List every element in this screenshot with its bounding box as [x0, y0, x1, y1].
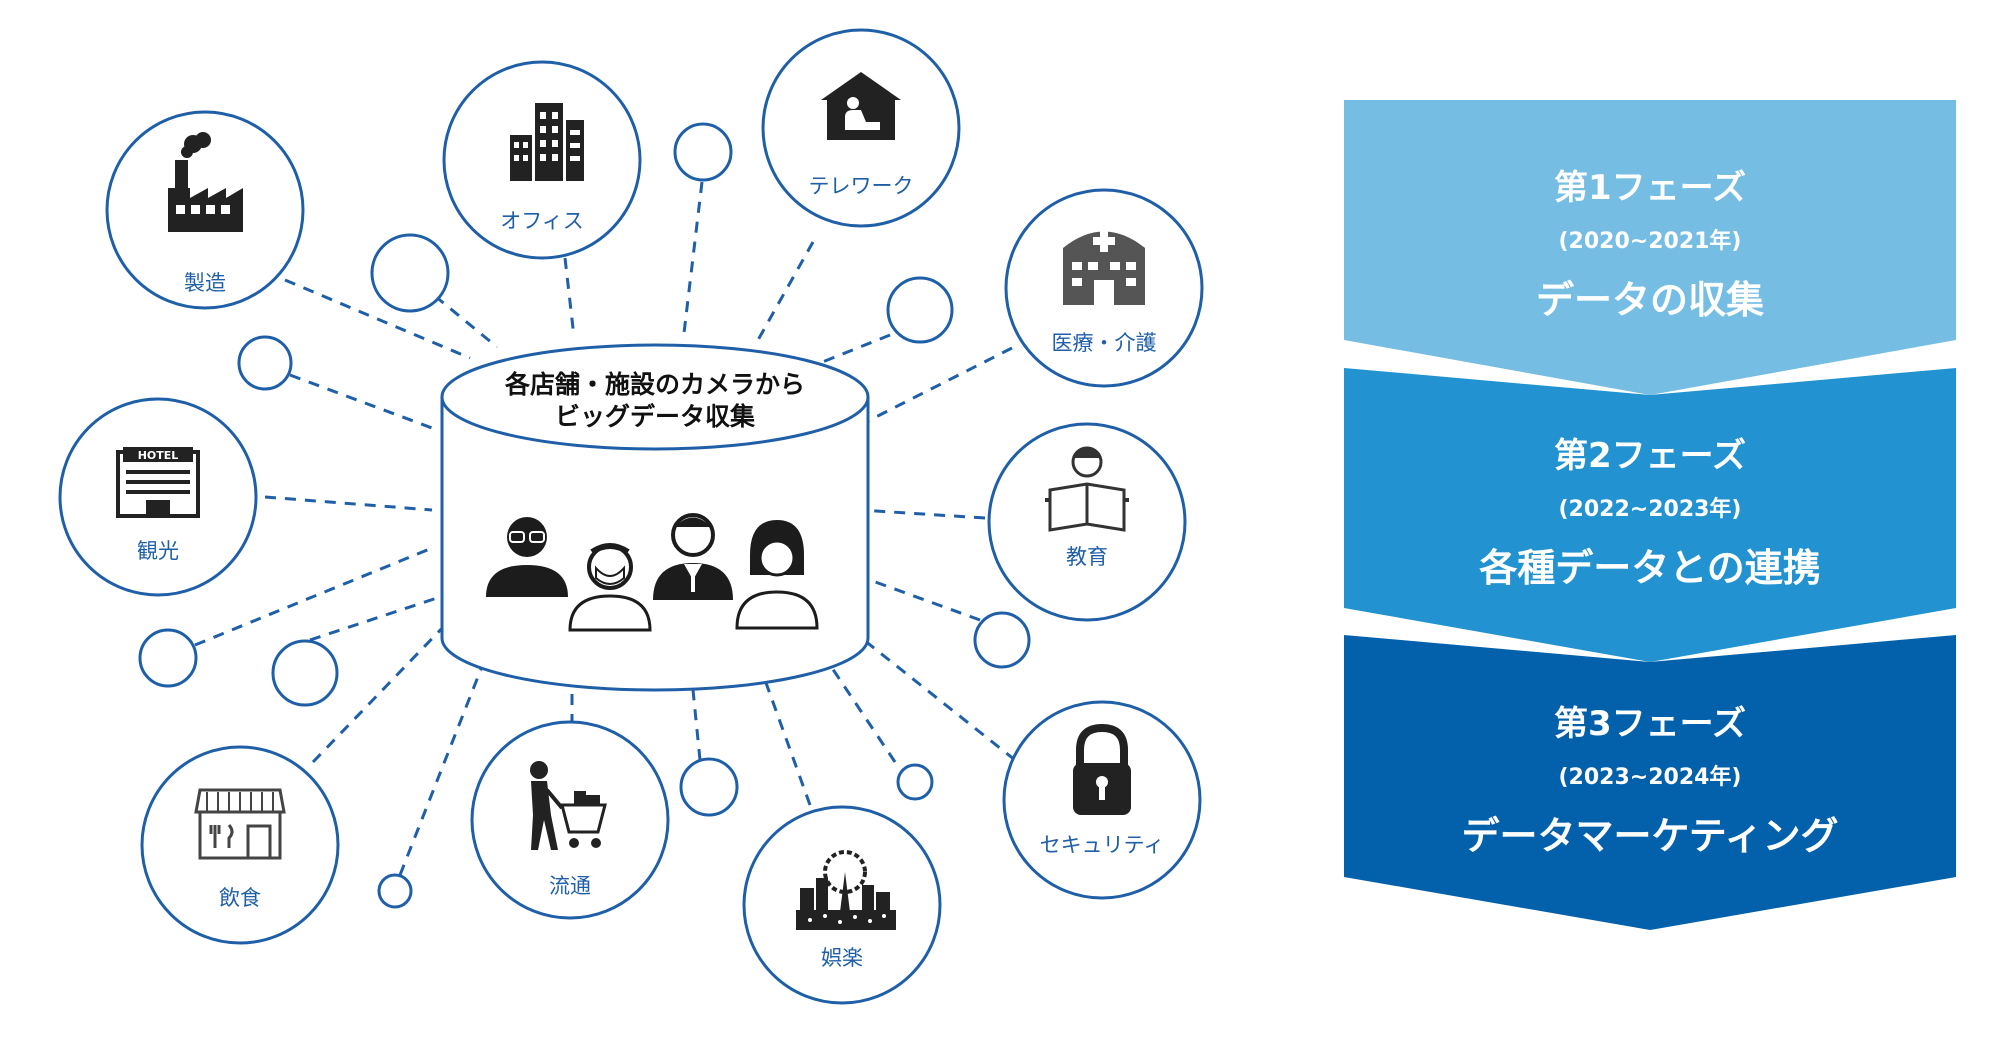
node-dining: 飲食: [140, 745, 340, 945]
node-label-distribution: 流通: [549, 874, 591, 898]
padlock-icon: [1073, 723, 1131, 815]
node-distribution: 流通: [470, 720, 670, 920]
node-medical: 医療・介護: [1004, 188, 1204, 388]
reading-student-icon: [1045, 446, 1129, 532]
phase-3: 第3フェーズ (2023~2024年) データマーケティング: [1344, 696, 1956, 860]
small-node: [679, 757, 739, 817]
office-building-icon: [510, 103, 584, 181]
phase-1: 第1フェーズ (2020~2021年) データの収集: [1344, 160, 1956, 324]
small-node: [138, 628, 198, 688]
node-tourism: HOTEL 観光: [58, 397, 258, 597]
phase-2-shape: [1344, 368, 1956, 662]
phase-2-description: 各種データとの連携: [1479, 546, 1821, 590]
node-manufacturing: 製造: [105, 110, 305, 310]
shopping-cart-icon: [530, 761, 607, 850]
small-node: [886, 276, 954, 344]
hotel-icon: HOTEL: [116, 447, 200, 518]
connector-lines: [194, 181, 1016, 876]
phase-1-description: データの収集: [1535, 278, 1764, 322]
person-suit-icon: [653, 513, 733, 600]
node-label-education: 教育: [1066, 545, 1108, 569]
amusement-park-icon: [796, 850, 896, 930]
small-nodes: [138, 122, 1031, 909]
node-label-manufacturing: 製造: [184, 271, 226, 295]
home-telework-icon: [821, 72, 901, 140]
restaurant-storefront-icon: [194, 788, 286, 860]
node-label-entertainment: 娯楽: [821, 946, 863, 970]
hub-title-line2: ビッグデータ収集: [555, 402, 756, 431]
phase-3-title: 第3フェーズ: [1554, 704, 1746, 744]
node-label-office: オフィス: [500, 209, 584, 233]
small-node: [271, 639, 339, 707]
phase-3-shape: [1344, 635, 1956, 930]
node-label-security: セキュリティ: [1040, 833, 1165, 857]
phase-2-years: (2022~2023年): [1558, 497, 1742, 522]
person-mask-icon: [568, 543, 652, 632]
phase-1-years: (2020~2021年): [1558, 229, 1742, 254]
small-node: [237, 335, 293, 391]
small-node: [896, 763, 934, 801]
node-label-dining: 飲食: [219, 886, 261, 910]
phase-1-shape: [1344, 100, 1956, 395]
phase-2-title: 第2フェーズ: [1554, 436, 1746, 476]
node-telework: テレワーク: [761, 28, 961, 228]
phase-chevrons: [1344, 100, 1956, 930]
person-woman-icon: [735, 520, 819, 630]
node-entertainment: 娯楽: [742, 805, 942, 1005]
person-glasses-icon: [486, 517, 568, 597]
phase-1-title: 第1フェーズ: [1554, 168, 1746, 208]
phase-3-years: (2023~2024年): [1558, 765, 1742, 790]
node-office: オフィス: [442, 60, 642, 260]
phase-2: 第2フェーズ (2022~2023年) 各種データとの連携: [1344, 428, 1956, 592]
node-security: セキュリティ: [1002, 700, 1202, 900]
data-hub-cylinder: 各店舗・施設のカメラから ビッグデータ収集: [440, 343, 870, 692]
phase-3-description: データマーケティング: [1461, 814, 1839, 858]
small-node: [673, 122, 733, 182]
factory-icon: [168, 132, 243, 232]
node-education: 教育: [987, 422, 1187, 622]
small-node: [377, 873, 413, 909]
node-label-tourism: 観光: [137, 539, 179, 563]
node-label-telework: テレワーク: [809, 174, 914, 198]
hub-title-line1: 各店舗・施設のカメラから: [504, 370, 805, 399]
data-network-diagram: 各店舗・施設のカメラから ビッグデータ収集: [58, 28, 1204, 1005]
small-node: [370, 233, 450, 313]
node-label-medical: 医療・介護: [1052, 331, 1157, 355]
small-node: [973, 611, 1031, 669]
hospital-icon: [1063, 230, 1145, 305]
hotel-sign-text: HOTEL: [138, 449, 179, 462]
